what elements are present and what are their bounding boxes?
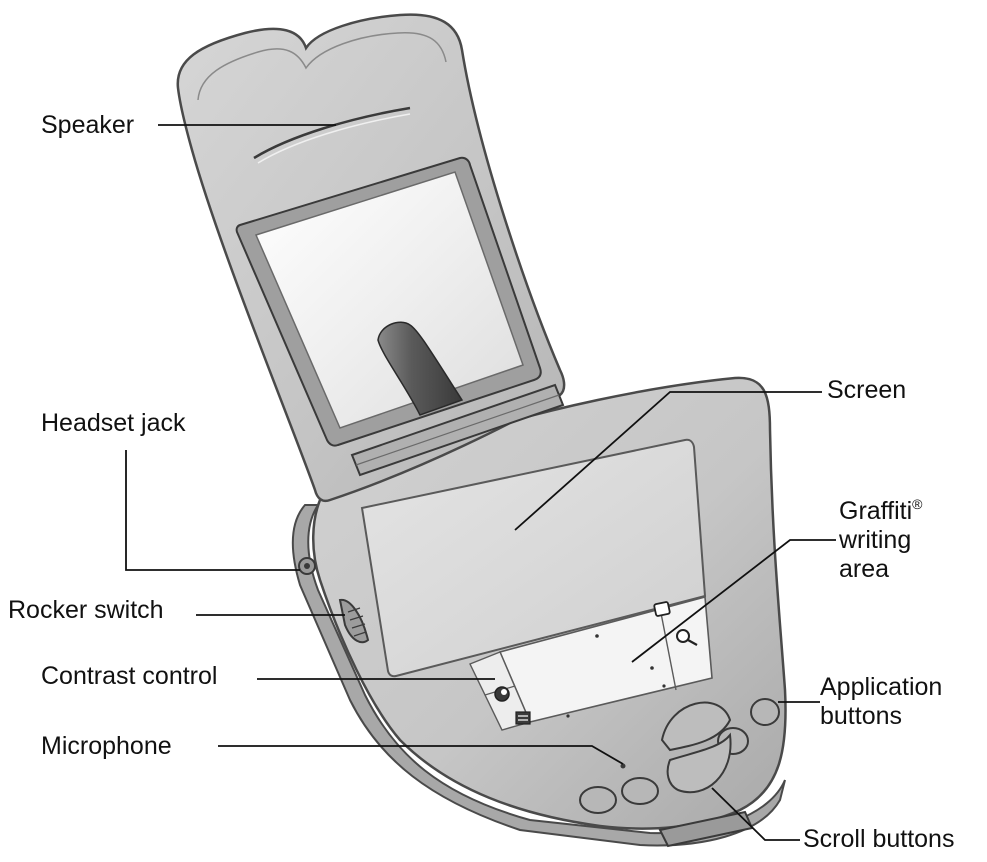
lid-window [254, 171, 524, 429]
label-graffiti-line3: area [839, 555, 890, 583]
label-application-line2: buttons [820, 702, 903, 730]
scroll-button-down [666, 732, 732, 794]
microphone-hole [620, 763, 626, 769]
headset-jack-hole [304, 563, 310, 569]
label-screen: Screen [827, 376, 907, 404]
leader-lines [125, 124, 836, 841]
registered-mark: ® [912, 496, 923, 512]
label-graffiti-line2: writing [839, 526, 912, 554]
rocker-switch-ridges [347, 607, 367, 637]
graffiti-dot [650, 666, 654, 670]
leader-graffiti [631, 539, 836, 663]
screen [360, 438, 707, 678]
body-side-rim [291, 504, 786, 847]
rocker-switch [338, 598, 370, 644]
label-speaker: Speaker [41, 111, 135, 139]
label-graffiti-line1: Graffiti® [839, 496, 923, 525]
scroll-button-up [660, 701, 732, 752]
label-scroll-buttons: Scroll buttons [803, 825, 955, 853]
graffiti-dot [595, 634, 599, 638]
stylus [377, 321, 464, 416]
lid-bevel [197, 32, 447, 101]
label-application-buttons: Application buttons [820, 673, 942, 731]
label-headset-jack: Headset jack [41, 409, 186, 437]
leader-headset-jack [125, 450, 300, 571]
label-graffiti-writing-area: Graffiti® writing area [839, 497, 923, 584]
label-microphone: Microphone [41, 732, 172, 760]
leader-microphone [218, 745, 624, 765]
calculator-icon [653, 601, 671, 617]
speaker-slot [253, 106, 411, 160]
speaker-slot-highlight [257, 113, 411, 164]
graffiti-divider [659, 607, 677, 691]
menu-icon [515, 711, 531, 725]
graffiti-dot [662, 684, 666, 688]
label-application-line1: Application [820, 673, 943, 701]
find-icon [676, 629, 698, 646]
home-icon [494, 686, 510, 702]
label-contrast-control: Contrast control [41, 662, 218, 690]
leader-screen [514, 391, 822, 531]
app-button-2 [621, 777, 659, 805]
app-button-4 [750, 698, 780, 726]
graffiti-dot [566, 714, 570, 718]
leader-scroll-buttons [711, 787, 800, 841]
label-rocker-switch: Rocker switch [8, 596, 164, 624]
hinge-line [355, 394, 560, 466]
app-button-1 [579, 786, 617, 814]
